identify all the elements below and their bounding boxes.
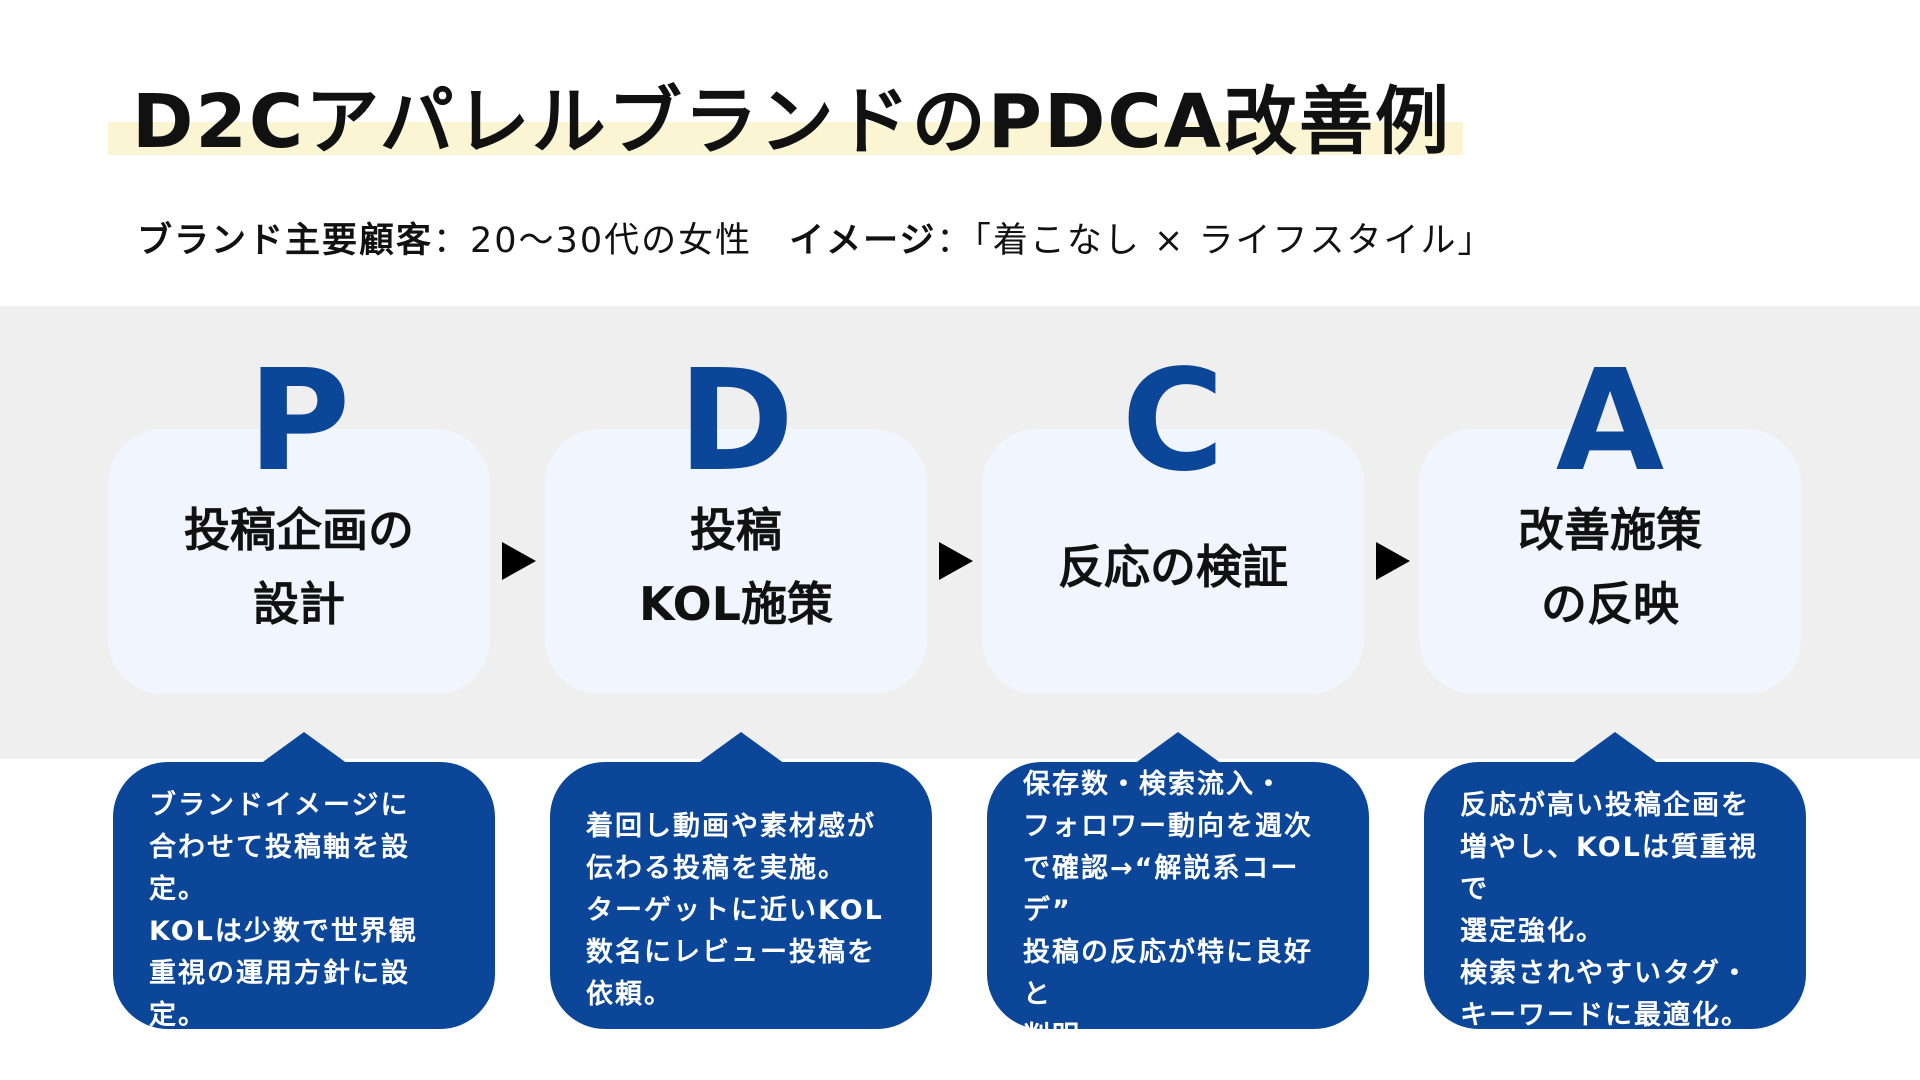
customer-label: ブランド主要顧客 [137,221,434,261]
step-title: 改善施策 の反映 [1518,502,1702,631]
step-card-d: 投稿 KOL施策 [545,429,927,694]
step-title: 投稿企画の 設計 [184,502,414,631]
callout-d: 着回し動画や素材感が 伝わる投稿を実施。 ターゲットに近いKOL 数名にレビュー… [550,762,932,1029]
subtitle: ブランド主要顧客：20～30代の女性 イメージ：「着こなし × ライフスタイル」 [137,212,1495,263]
step-letter-a: A [1555,340,1665,503]
step-title: 投稿 KOL施策 [639,502,833,631]
callout-c: 保存数・検索流入・ フォロワー動向を週次 で確認→“解説系コーデ” 投稿の反応が… [987,762,1369,1052]
callout-pointer [1571,732,1659,764]
step-card-c: 反応の検証 [982,429,1364,694]
callout-pointer [1134,732,1222,764]
step-detail: 着回し動画や素材感が 伝わる投稿を実施。 ターゲットに近いKOL 数名にレビュー… [586,810,884,1010]
callout-pointer [260,732,348,764]
customer-value: ：20～30代の女性 [433,221,753,261]
title-highlight [108,122,1463,155]
callout-pointer [697,732,785,764]
image-value: ：「着こなし × ライフスタイル」 [936,221,1495,261]
step-detail: ブランドイメージに 合わせて投稿軸を設定。 KOLは少数で世界観 重視の運用方針… [149,789,418,1031]
step-letter-d: D [677,340,795,503]
callout-p: ブランドイメージに 合わせて投稿軸を設定。 KOLは少数で世界観 重視の運用方針… [113,762,495,1031]
step-letter-c: C [1121,340,1225,503]
arrow-right-icon [939,542,973,580]
step-letter-p: P [247,340,351,503]
step-card-p: 投稿企画の 設計 [108,429,490,694]
arrow-right-icon [1376,542,1410,580]
arrow-right-icon [502,542,536,580]
page-title: D2CアパレルブランドのPDCA改善例 [132,79,1451,165]
callout-a: 反応が高い投稿企画を 増やし、KOLは質重視で 選定強化。 検索されやすいタグ・… [1424,762,1806,1031]
image-label: イメージ [789,221,937,261]
step-card-a: 改善施策 の反映 [1419,429,1801,694]
step-detail: 反応が高い投稿企画を 増やし、KOLは質重視で 選定強化。 検索されやすいタグ・… [1460,789,1758,1031]
step-title: 反応の検証 [1058,539,1288,594]
step-detail: 保存数・検索流入・ フォロワー動向を週次 で確認→“解説系コーデ” 投稿の反応が… [1023,768,1313,1052]
